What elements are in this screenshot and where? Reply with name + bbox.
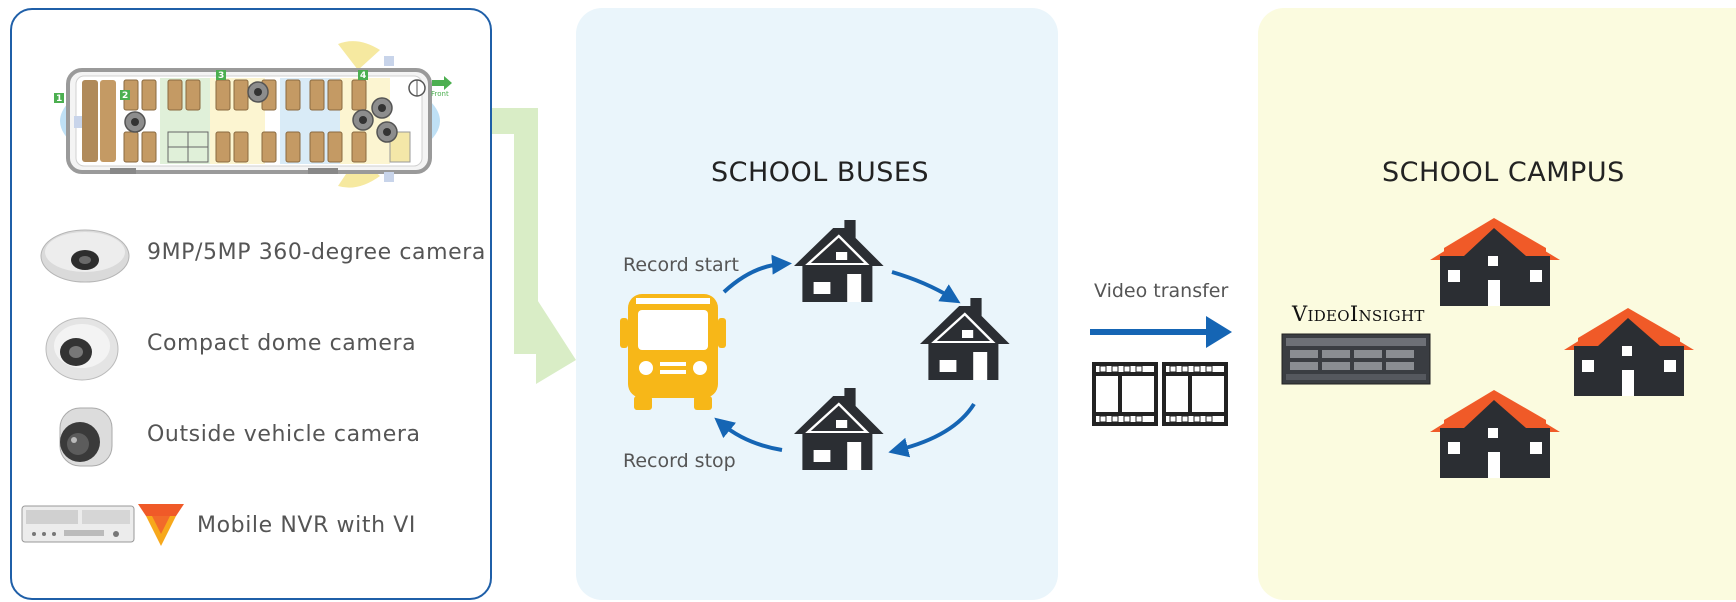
marker-3: 3 (218, 71, 224, 81)
fisheye-camera-label: 9MP/5MP 360-degree camera (147, 240, 486, 265)
route-arrow (891, 270, 961, 304)
school-building-icon (1564, 308, 1694, 396)
route-arrow (722, 254, 792, 294)
marker-1: 1 (56, 94, 62, 104)
dome-camera-icon (45, 317, 119, 381)
front-label: Front (431, 90, 449, 98)
marker-2: 2 (122, 91, 128, 101)
coverage-cone (338, 41, 380, 70)
server-rack-icon (1281, 333, 1431, 385)
outside-camera-icon (59, 407, 113, 467)
vi-logo-icon (138, 504, 184, 546)
school-campus-title: SCHOOL CAMPUS (1382, 157, 1625, 188)
film-strip-icon (1092, 362, 1228, 426)
fisheye-camera-icon (40, 229, 130, 283)
school-bus-icon (620, 294, 726, 410)
school-building-icon (1430, 390, 1560, 478)
marker-4: 4 (360, 71, 366, 81)
transfer-arrow (1090, 316, 1232, 348)
dome-camera-label: Compact dome camera (147, 331, 417, 356)
front-arrow-icon (432, 76, 452, 90)
mobile-nvr-label: Mobile NVR with VI (197, 513, 416, 538)
green-elbow-arrow (492, 108, 576, 384)
campus-buildings (1430, 218, 1694, 478)
record-start-label: Record start (623, 254, 739, 276)
school-buses-title: SCHOOL BUSES (711, 157, 930, 188)
house-icon (918, 296, 1011, 382)
school-building-icon (1430, 218, 1560, 306)
house-icon (792, 386, 885, 472)
bus-floor-plan: 1 2 3 4 Front (54, 41, 452, 188)
house-icon (792, 218, 885, 304)
record-stop-label: Record stop (623, 450, 736, 472)
bus-route-diagram (620, 218, 1011, 472)
route-arrow (714, 417, 783, 452)
video-transfer-label: Video transfer (1094, 280, 1229, 302)
videoinsight-logo: VideoInsight (1292, 302, 1425, 326)
outside-camera-label: Outside vehicle camera (147, 422, 421, 447)
mobile-nvr-icon (21, 505, 135, 543)
route-arrow (888, 402, 976, 458)
